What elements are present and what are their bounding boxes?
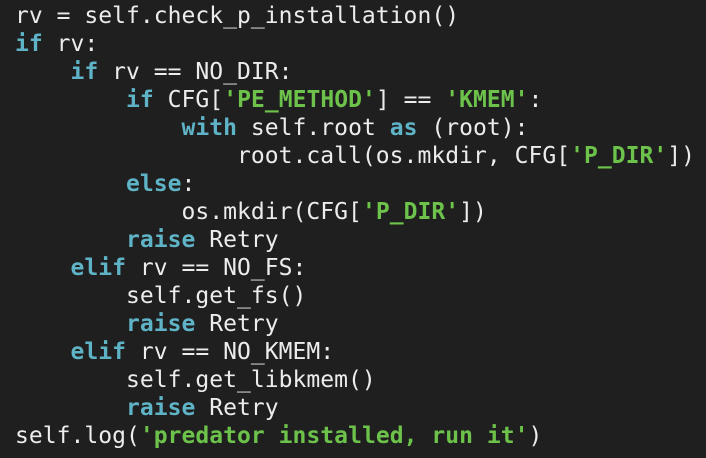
code-token: Retry <box>195 395 279 421</box>
code-line: if rv: <box>15 30 695 58</box>
code-token <box>15 339 71 365</box>
keyword-token: elif <box>70 255 127 281</box>
code-line: raise Retry <box>15 226 695 254</box>
code-token <box>15 255 71 281</box>
string-literal-token: 'PE_METHOD' <box>223 87 376 113</box>
code-token: : <box>528 87 543 113</box>
keyword-token: raise <box>126 311 196 337</box>
code-token: root.call(os.mkdir, CFG[ <box>15 143 571 169</box>
code-token <box>15 227 126 253</box>
keyword-token: raise <box>126 395 196 421</box>
keyword-token: else <box>126 171 182 197</box>
code-line: self.log('predator installed, run it') <box>15 422 695 450</box>
code-token: os.mkdir(CFG[ <box>15 199 362 225</box>
keyword-token: raise <box>126 227 196 253</box>
code-block: rv = self.check_p_installation()if rv: i… <box>15 2 695 450</box>
keyword-token: as <box>389 115 418 141</box>
code-line: elif rv == NO_KMEM: <box>15 338 695 366</box>
code-token: self.get_libkmem() <box>15 367 376 393</box>
code-token <box>15 115 182 141</box>
code-line: self.get_fs() <box>15 282 695 310</box>
code-token <box>15 87 126 113</box>
keyword-token: if <box>126 87 154 113</box>
code-token: rv == NO_DIR: <box>98 59 293 85</box>
code-token: self.root <box>237 115 390 141</box>
string-literal-token: 'P_DIR' <box>361 199 460 225</box>
code-token <box>15 311 126 337</box>
string-literal-token: 'predator installed, run it' <box>139 423 529 449</box>
code-token: (root): <box>417 115 529 141</box>
code-token: rv = self.check_p_installation() <box>15 3 460 29</box>
keyword-token: elif <box>70 339 127 365</box>
code-token <box>15 395 126 421</box>
code-line: raise Retry <box>15 394 695 422</box>
code-token: ]) <box>667 143 695 169</box>
code-line: if rv == NO_DIR: <box>15 58 695 86</box>
code-line: else: <box>15 170 695 198</box>
code-line: with self.root as (root): <box>15 114 695 142</box>
code-token: self.log( <box>15 423 140 449</box>
code-token <box>15 171 126 197</box>
code-token: self.get_fs() <box>15 283 307 309</box>
code-line: self.get_libkmem() <box>15 366 695 394</box>
code-token: : <box>181 171 196 197</box>
code-token: rv == NO_KMEM: <box>126 339 335 365</box>
code-line: if CFG['PE_METHOD'] == 'KMEM': <box>15 86 695 114</box>
string-literal-token: 'KMEM' <box>445 87 529 113</box>
code-token: ) <box>528 423 543 449</box>
string-literal-token: 'P_DIR' <box>570 143 668 169</box>
keyword-token: if <box>15 31 43 57</box>
code-line: raise Retry <box>15 310 695 338</box>
code-token <box>15 59 71 85</box>
code-line: os.mkdir(CFG['P_DIR']) <box>15 198 695 226</box>
keyword-token: with <box>181 115 238 141</box>
code-line: root.call(os.mkdir, CFG['P_DIR']) <box>15 142 695 170</box>
code-token: rv == NO_FS: <box>126 255 307 281</box>
code-line: elif rv == NO_FS: <box>15 254 695 282</box>
code-token: ] == <box>375 87 446 113</box>
keyword-token: if <box>70 59 99 85</box>
code-token: Retry <box>195 311 279 337</box>
code-line: rv = self.check_p_installation() <box>15 2 695 30</box>
code-token: rv: <box>42 31 99 57</box>
code-token: CFG[ <box>153 87 224 113</box>
code-token: ]) <box>459 199 487 225</box>
code-token: Retry <box>195 227 279 253</box>
